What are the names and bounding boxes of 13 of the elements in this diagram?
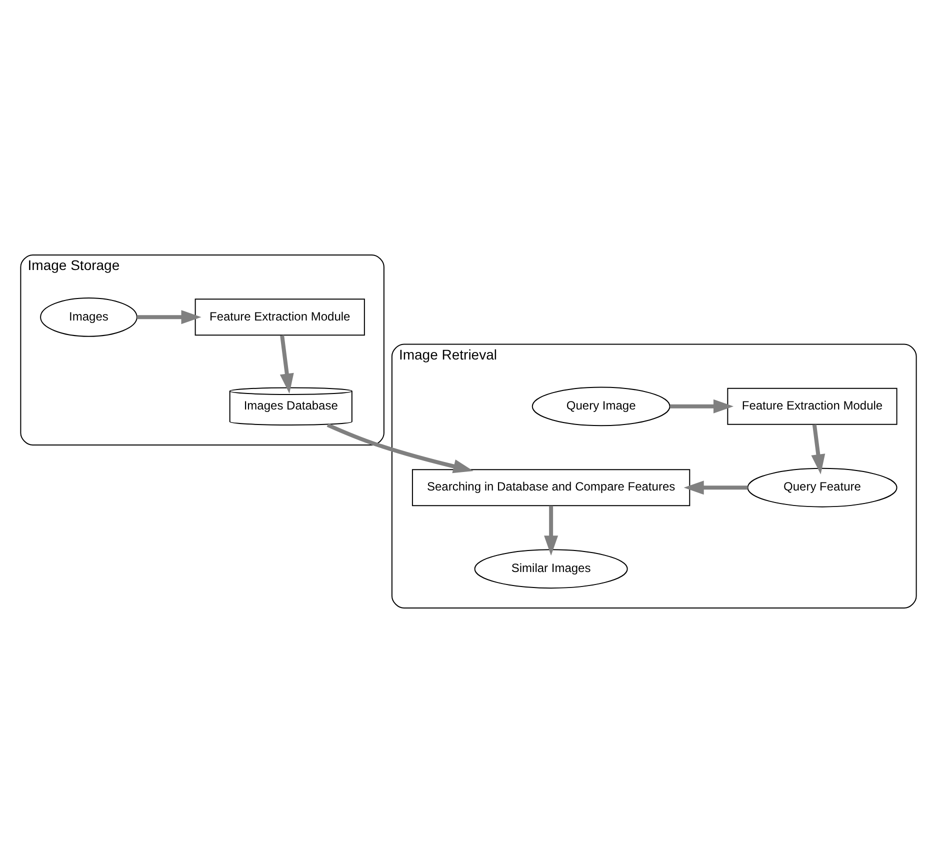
arrow [670, 399, 734, 414]
arrow [811, 424, 826, 474]
arrow [544, 506, 558, 556]
node-ellipse: Images [40, 297, 138, 337]
node-box: Feature Extraction Module [194, 298, 365, 336]
arrow [684, 480, 748, 495]
node-ellipse: Query Image [532, 386, 670, 426]
node-box: Searching in Database and Compare Features [412, 469, 690, 506]
arrow [136, 310, 202, 324]
node-ellipse: Similar Images [474, 549, 628, 589]
node-ellipse: Query Feature [747, 468, 898, 508]
node-box: Feature Extraction Module [727, 388, 898, 425]
arrow [280, 335, 294, 394]
